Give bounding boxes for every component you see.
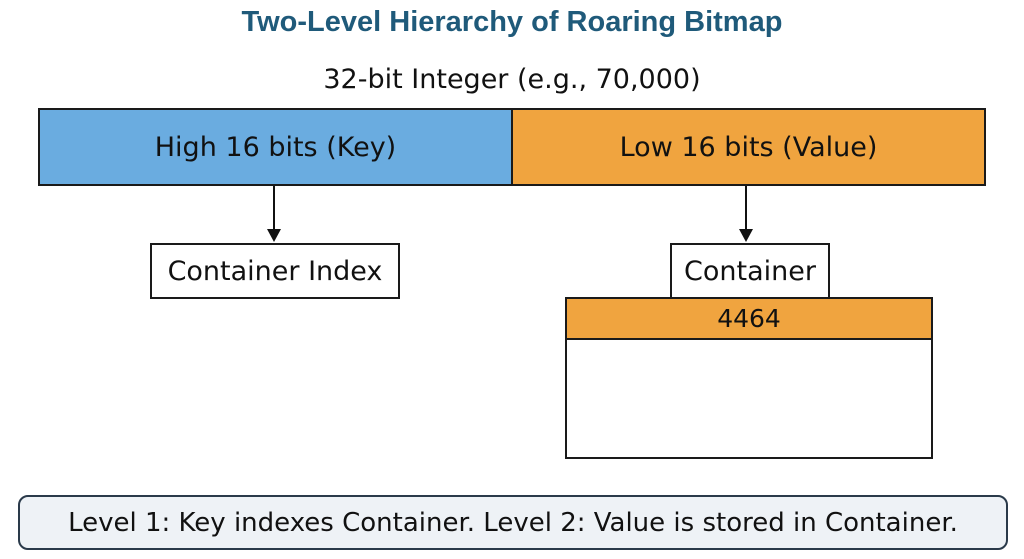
diagram-title: Two-Level Hierarchy of Roaring Bitmap <box>241 6 783 38</box>
container-label-box: Container <box>670 243 830 299</box>
container-index-box: Container Index <box>150 243 400 299</box>
summary-footer: Level 1: Key indexes Container. Level 2:… <box>18 495 1008 550</box>
container-value-row: 4464 <box>565 297 933 340</box>
high-bits-segment: High 16 bits (Key) <box>40 110 513 184</box>
low-bits-segment: Low 16 bits (Value) <box>513 110 984 184</box>
integer-caption: 32-bit Integer (e.g., 70,000) <box>323 64 701 95</box>
container-body <box>565 338 933 459</box>
integer-bit-bar: High 16 bits (Key) Low 16 bits (Value) <box>38 108 986 186</box>
